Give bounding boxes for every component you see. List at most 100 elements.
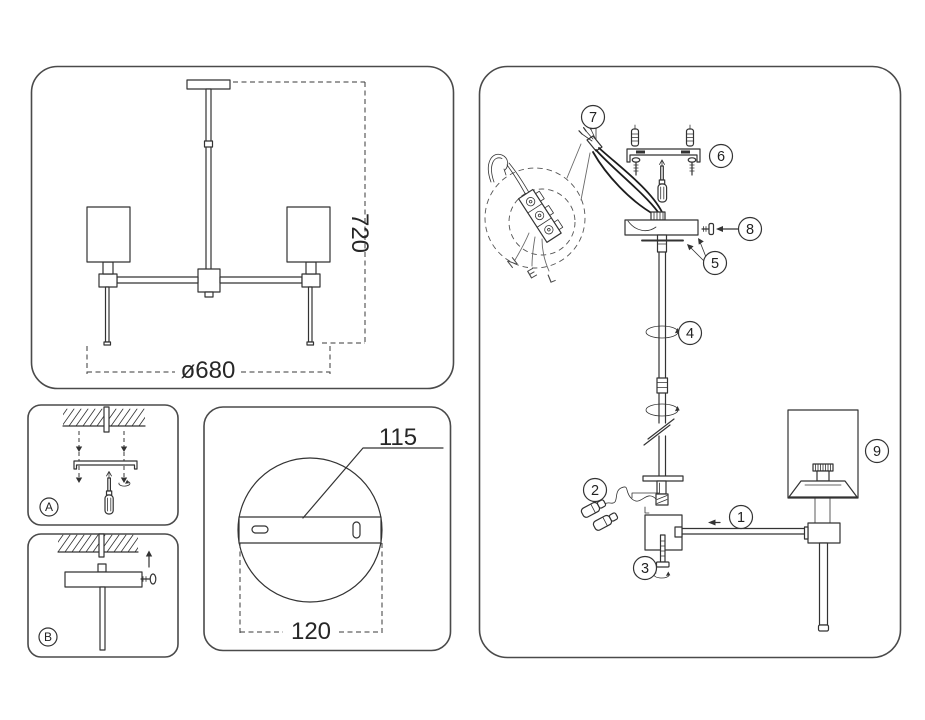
- diameter-dim-label: ø680: [181, 357, 236, 384]
- up-arrow-icon: [145, 550, 153, 568]
- rod-coupler: [656, 377, 669, 394]
- bulb-socket: [816, 470, 830, 482]
- arm-socket: [674, 526, 683, 538]
- panel-overview: 720 ø680: [30, 65, 455, 390]
- right-shade: [286, 206, 331, 263]
- callout-5-number: 5: [711, 256, 719, 272]
- callout-2: 2: [582, 477, 608, 503]
- dimension-diameter: ø680: [86, 346, 331, 384]
- twist-connector-icon: [592, 512, 619, 531]
- canopy-plate: [624, 219, 699, 236]
- wiring-detail-circle: N E L: [484, 143, 591, 286]
- threaded-stub: [655, 493, 669, 506]
- callout-5-arrows: [688, 241, 707, 263]
- lamp-head-assembly: [787, 409, 859, 632]
- step-a-badge: A: [39, 497, 59, 517]
- rotate-arrow-icon: [118, 479, 131, 487]
- right-arm: [219, 276, 303, 284]
- right-drop-finial: [307, 286, 313, 343]
- wall-anchor-icon: [685, 124, 695, 147]
- hub-flange: [642, 475, 684, 482]
- ceiling-bracket-kit: [626, 124, 701, 176]
- finial-cap: [817, 624, 830, 632]
- threaded-pipe: [98, 533, 105, 558]
- callout-4-number: 4: [686, 326, 694, 342]
- callout-8-number: 8: [746, 222, 754, 238]
- left-arm: [116, 276, 199, 284]
- terminal-block: [517, 188, 564, 243]
- break-symbol: [643, 418, 675, 446]
- right-finial-cap: [306, 341, 315, 346]
- dimension-bar: 115: [302, 424, 444, 519]
- chandelier-drawing: [86, 79, 331, 346]
- ceiling-hatch: [63, 408, 145, 426]
- threaded-pipe: [103, 406, 110, 433]
- callout-8: 8: [737, 216, 763, 242]
- bar-slot-left: [251, 525, 269, 534]
- alignment-guides: [75, 431, 128, 483]
- callout-7: 7: [580, 104, 606, 130]
- callout-4: 4: [677, 320, 703, 346]
- callout-9-number: 9: [873, 444, 881, 460]
- left-socket: [102, 261, 114, 275]
- side-screw-icon: [140, 573, 157, 585]
- callout-3-number: 3: [641, 561, 649, 577]
- callout-2-number: 2: [591, 483, 599, 499]
- screwdriver-icon: [657, 159, 668, 203]
- screw-icon: [631, 157, 641, 176]
- mounting-bar: [238, 516, 382, 544]
- hub-finial: [204, 291, 214, 298]
- twist-connector-icon: [580, 499, 607, 518]
- callout-6-number: 6: [717, 149, 725, 165]
- canopy-nut: [656, 234, 668, 253]
- wire-end-connector: [578, 124, 603, 152]
- shade-holder-cone: [788, 480, 858, 498]
- callout-1-number: 1: [737, 510, 745, 526]
- panel-step-b: B: [27, 533, 179, 658]
- arm-hub: [807, 522, 841, 544]
- bar-slot-right: [352, 521, 361, 539]
- step-a-letter: A: [45, 500, 53, 514]
- right-arm-fitting: [301, 273, 321, 288]
- magnifier-cone-lines: [566, 143, 591, 201]
- dimension-height: 720: [233, 81, 373, 344]
- dimension-plate: 120: [239, 543, 383, 645]
- down-rod: [205, 88, 212, 271]
- down-rod-assembly: [643, 251, 680, 478]
- callout-6: 6: [708, 143, 734, 169]
- rod-coupler: [203, 140, 214, 148]
- supply-wires: [592, 147, 663, 216]
- callout-3: 3: [632, 555, 658, 581]
- canopy-assembly: [624, 211, 739, 263]
- step-b-letter: B: [44, 630, 52, 644]
- side-screw-icon: [701, 222, 715, 236]
- ceiling-plate-disc: [237, 457, 383, 603]
- step-b-badge: B: [38, 627, 58, 647]
- center-hub: [197, 268, 221, 293]
- canopy-plate: [64, 571, 143, 588]
- left-shade: [86, 206, 131, 263]
- callout-5: 5: [702, 250, 728, 276]
- panel-ceiling-plate: 115 120: [203, 406, 452, 652]
- panel-assembly: N E L: [478, 65, 902, 659]
- left-drop-finial: [104, 286, 110, 343]
- ground-wire: [631, 482, 660, 499]
- down-rod: [99, 586, 106, 651]
- terminal-lead-lines: [514, 232, 550, 272]
- callout-1: 1: [728, 504, 754, 530]
- hub-assembly: [580, 475, 806, 579]
- height-dim-label: 720: [346, 213, 373, 253]
- screwdriver-icon: [104, 471, 114, 515]
- plate-dim-label: 120: [291, 618, 331, 645]
- panel-overview-border: [30, 65, 455, 390]
- canopy-wire: [627, 220, 657, 232]
- callout-7-number: 7: [589, 110, 597, 126]
- ceiling-cap: [186, 79, 231, 90]
- canopy-collar: [97, 563, 107, 573]
- terminal-label-live: L: [546, 270, 558, 286]
- screw-icon: [687, 157, 697, 176]
- panel-step-a: A: [27, 404, 179, 526]
- drop-finial: [818, 542, 829, 626]
- bar-dim-label: 115: [379, 424, 417, 451]
